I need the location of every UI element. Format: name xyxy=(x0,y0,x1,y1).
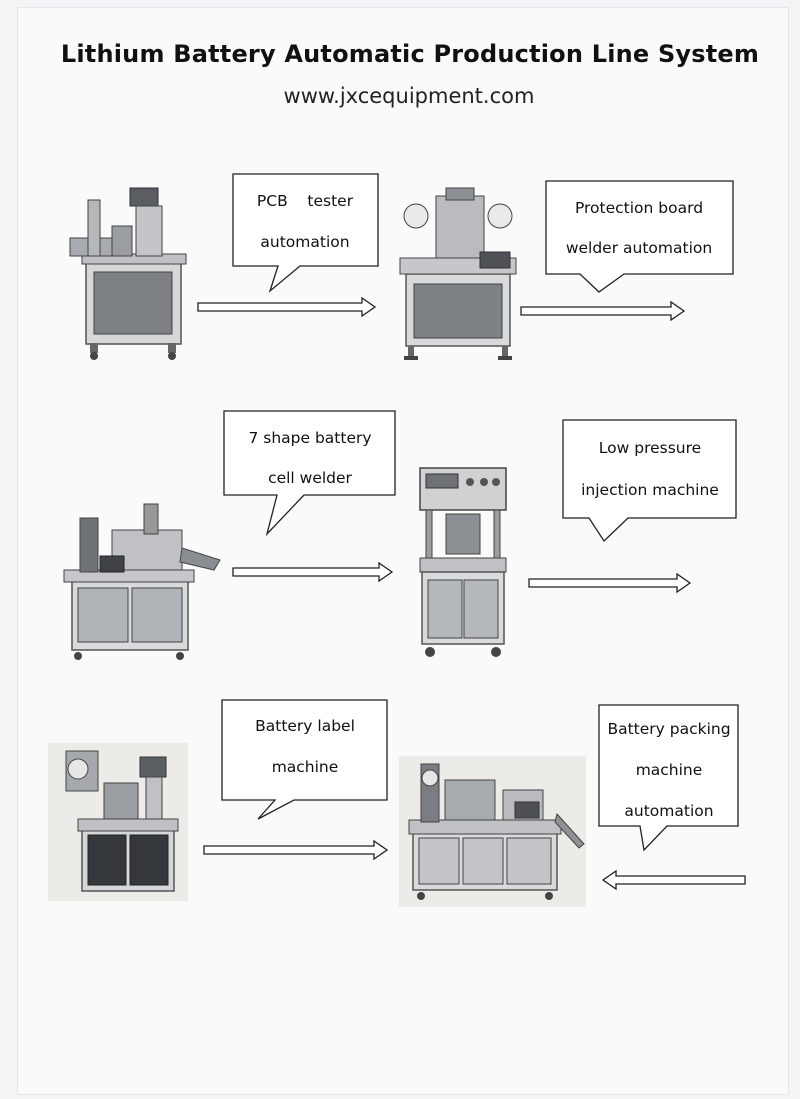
callout-packing-machine-line-1: Battery packing xyxy=(607,720,730,738)
website-url: www.jxcequipment.com xyxy=(283,84,535,108)
callout-label-machine-line-2: machine xyxy=(272,758,339,776)
callout-cell-welder: 7 shape battery cell welder xyxy=(223,410,396,537)
flow-arrow-right-1 xyxy=(197,296,377,318)
callout-low-pressure-injection-line-1: Low pressure xyxy=(599,439,701,457)
callout-pcb-tester-line-2: automation xyxy=(260,233,349,251)
callout-protection-board-welder-line-1: Protection board xyxy=(575,199,703,217)
callout-protection-board-welder-line-2: welder automation xyxy=(566,239,712,257)
machine-low-pressure-injection-icon xyxy=(419,467,507,657)
flow-arrow-right-5 xyxy=(203,839,389,861)
callout-packing-machine-line-3: automation xyxy=(624,802,713,820)
callout-protection-board-welder: Protection board welder automation xyxy=(545,180,734,293)
callout-pcb-tester: PCB tester automation xyxy=(232,173,379,293)
callout-pcb-tester-line-1: PCB tester xyxy=(257,192,354,210)
callout-low-pressure-injection-line-2: injection machine xyxy=(581,481,719,499)
machine-protection-board-welder-icon xyxy=(399,187,517,360)
machine-label-icon xyxy=(65,750,179,892)
callout-label-machine: Battery label machine xyxy=(221,699,388,820)
flow-arrow-right-3 xyxy=(232,561,394,583)
machine-packing-icon xyxy=(408,763,585,900)
machine-pcb-tester-icon xyxy=(69,187,187,360)
callout-label-machine-line-1: Battery label xyxy=(255,717,355,735)
callout-packing-machine: Battery packing machine automation xyxy=(598,704,739,852)
callout-packing-machine-line-2: machine xyxy=(636,761,703,779)
flow-arrow-right-2 xyxy=(520,300,686,322)
callout-cell-welder-line-2: cell welder xyxy=(268,469,352,487)
callout-cell-welder-line-1: 7 shape battery xyxy=(248,429,371,447)
flow-arrow-right-4 xyxy=(528,572,692,594)
page-title: Lithium Battery Automatic Production Lin… xyxy=(60,40,760,68)
flow-arrow-left-6 xyxy=(601,869,746,891)
callout-low-pressure-injection: Low pressure injection machine xyxy=(562,419,737,543)
machine-cell-welder-icon xyxy=(63,503,221,660)
